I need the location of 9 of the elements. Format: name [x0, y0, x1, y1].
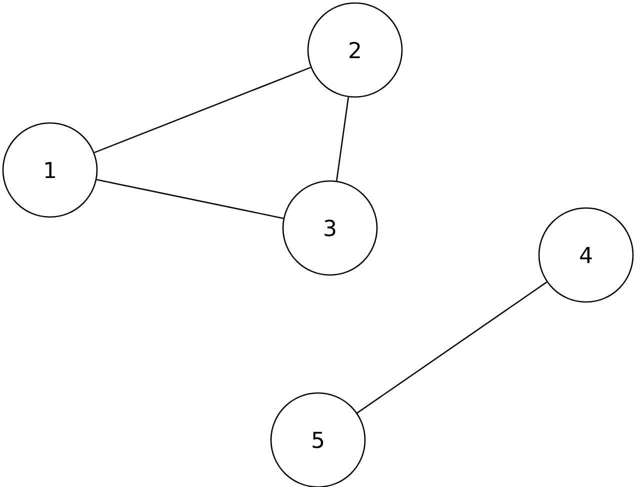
connector-line: [356, 282, 548, 414]
graph-node: 5: [270, 392, 366, 487]
graph-node: 1: [2, 122, 98, 218]
connector-line: [336, 97, 350, 181]
connector-line: [96, 179, 284, 219]
graph-node: 2: [307, 2, 403, 98]
graph-node: 4: [538, 207, 634, 303]
connector-line: [94, 66, 311, 154]
graph-node: 3: [282, 180, 378, 276]
